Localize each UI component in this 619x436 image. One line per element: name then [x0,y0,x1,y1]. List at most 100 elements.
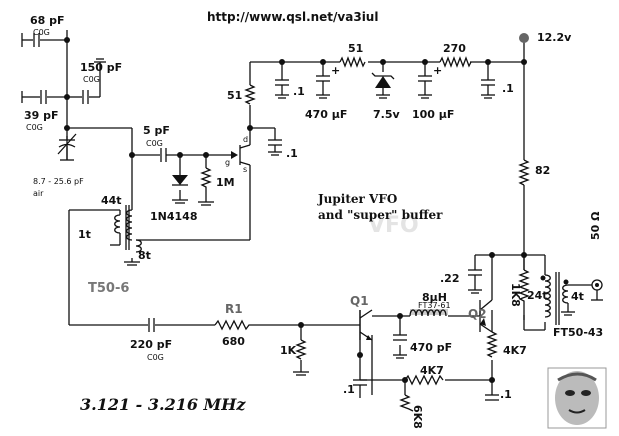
label-0.1-c: .1 [502,82,514,95]
label-trimmer-type: air [33,189,44,198]
label-1k: 1K [280,344,297,357]
variable-capacitor-icon [57,133,77,161]
resistor-51-left [244,84,256,105]
label-1k8: 1K8 [509,283,522,307]
oscillator-wires [131,62,276,241]
label-1t: 1t [78,228,91,241]
label-4k7-bottom: 4K7 [420,364,444,377]
label-50-ohm: 50 Ω [589,211,602,240]
label-68pf-type: C0G [33,28,50,37]
capacitor-0.22 [468,269,482,294]
label-4k7-right: 4K7 [503,344,527,357]
label-82: 82 [535,164,550,177]
label-5pf-type: C0G [146,139,163,148]
capacitor-0.1-q1 [353,379,367,398]
label-51-top: 51 [348,42,363,55]
label-q1: Q1 [350,294,369,308]
label-100uf: 100 µF [412,108,454,121]
header-url: http://www.qsl.net/va3iul [207,10,378,24]
supply-terminal-icon [519,33,529,43]
label-r1: R1 [225,302,243,316]
label-4t: 4t [571,290,584,303]
capacitor-220pf [148,318,155,332]
label-470pf: 470 pF [410,341,452,354]
label-270: 270 [443,42,466,55]
label-470uf: 470 µF [305,108,347,121]
transformer-icon [114,205,142,266]
capacitor-0.1-rail2 [481,79,495,99]
label-0.1-b: .1 [293,85,305,98]
polarity-plus-2: + [433,64,442,77]
label-150pf-type: C0G [83,75,100,84]
resistor-1k [293,339,309,376]
label-51-left: 51 [227,89,242,102]
label-39pf: 39 pF [24,109,59,122]
jfet-source-label: s [243,165,247,174]
ground-icon [21,58,106,103]
label-24t: 24t [527,289,548,302]
label-6k8: 6K8 [411,405,424,429]
pnp-transistor-icon [479,299,493,333]
frequency-range: 3.121 - 3.216 MHz [80,395,246,414]
resistor-270 [439,56,472,68]
resistor-51-top [339,56,366,68]
supply-voltage-label: 12.2v [537,31,572,44]
label-ft50-43: FT50-43 [553,326,603,339]
jfet-drain-label: d [243,135,248,144]
capacitor-39pf [40,90,47,104]
polarity-plus-1: + [331,64,340,77]
capacitor-470uf [316,75,330,99]
label-trimmer: 8.7 - 25.6 pF [33,177,84,186]
label-150pf: 150 pF [80,61,122,74]
capacitor-68pf [33,33,40,47]
label-7.5v: 7.5v [373,108,400,121]
resistor-82 [518,159,530,186]
title-line1: Jupiter VFO [317,192,397,206]
zener-icon [371,72,395,99]
capacitor-0.1-rail1 [275,79,289,99]
label-68pf: 68 pF [30,14,65,27]
label-220pf: 220 pF [130,338,172,351]
label-8uh: 8µH [422,291,447,304]
coax-connector-icon [591,279,603,301]
capacitor-470pf [393,334,407,359]
label-0.22: .22 [440,272,460,285]
label-ft37-61: FT37-61 [418,301,451,310]
label-0.1-e: .1 [500,388,512,401]
resistor-6k8 [399,394,414,412]
author-portrait-icon [547,367,607,429]
capacitor-0.1-bottom [485,394,499,401]
title-ghost: VFO [368,213,419,238]
resistor-4k7-bottom [404,374,444,386]
label-1n4148: 1N4148 [150,210,197,223]
ground-icon [172,199,188,204]
tank-wires [28,30,133,160]
label-8t: 8t [138,249,151,262]
junction-dots [64,37,527,383]
label-44t: 44t [101,194,122,207]
label-t50-6: T50-6 [88,281,129,296]
label-1m: 1M [216,176,235,189]
feedback-wires [68,209,148,326]
resistor-680 [214,319,255,331]
label-0.1-d: .1 [343,383,355,396]
capacitor-150pf [82,90,89,104]
capacitor-0.1-gate [268,139,282,156]
label-39pf-type: C0G [26,123,43,132]
label-680: 680 [222,335,245,348]
resistor-4k7-right [486,331,498,358]
npn-transistor-icon [359,309,373,341]
label-q2: Q2 [468,307,487,321]
label-220pf-type: C0G [147,353,164,362]
buffer-wires [155,254,546,395]
ground-icon [21,33,30,47]
label-0.1-a: .1 [286,147,298,160]
capacitor-5pf [160,148,167,162]
transformer-icon [540,272,592,325]
label-5pf: 5 pF [143,124,170,137]
title-line2: and "super" buffer [318,208,443,222]
resistor-1k8 [518,269,530,320]
ground-icon [198,201,214,206]
